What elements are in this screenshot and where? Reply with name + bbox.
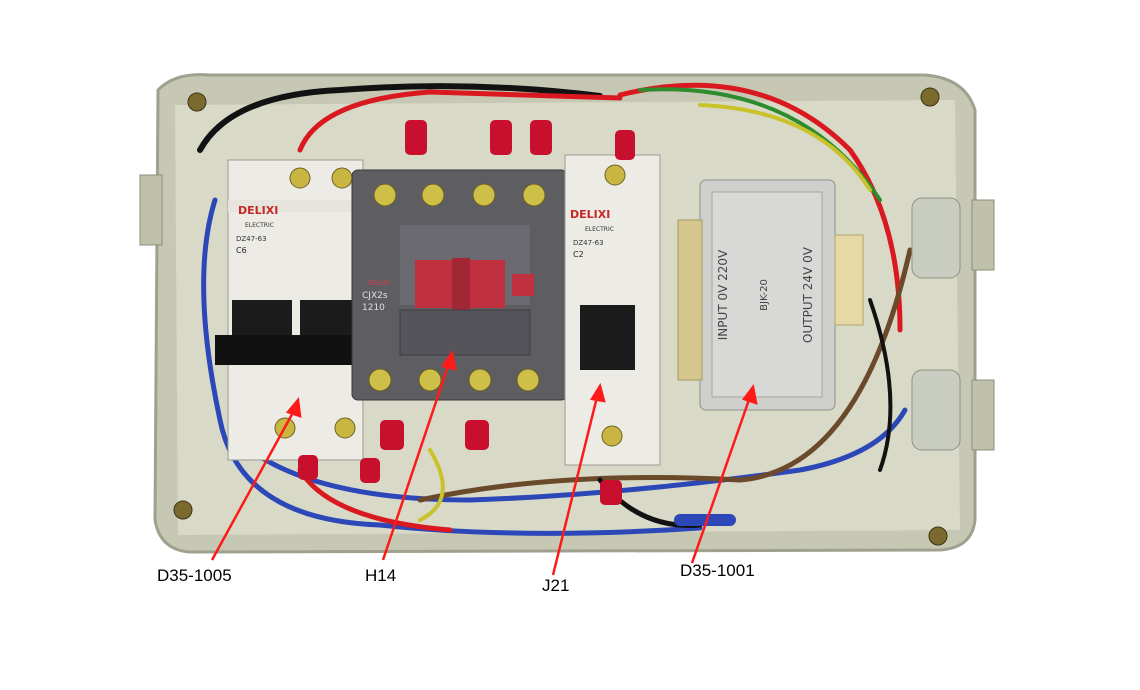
cable-glands [911,197,961,451]
breaker-right-rating: C2 [573,250,584,259]
contactor: DELIXI CJX2s 1210 [351,169,568,401]
breaker-left-rating: C6 [236,246,247,255]
callout-arrows [210,349,758,576]
breaker-left-sub: ELECTRIC [245,222,274,229]
transformer-output: OUTPUT 24V 0V [801,246,815,343]
breaker-right-model: DZ47-63 [573,239,604,247]
callout-h14: H14 [365,566,397,585]
breaker-left-model: DZ47-63 [236,235,267,243]
contactor-rating: 1210 [362,303,385,313]
breaker-right-brand: DELIXI [570,208,610,221]
contactor-model: CJX2s [362,291,388,301]
breaker-right-sub: ELECTRIC [585,226,614,233]
transformer-model: BJK-20 [759,279,770,311]
breaker-left: DELIXI ELECTRIC DZ47-63 C6 [215,159,365,461]
callout-d35-1001: D35-1001 [680,561,755,580]
transformer-input: INPUT 0V 220V [716,249,730,340]
callout-d35-1005: D35-1005 [157,566,232,585]
wiring [197,82,913,536]
contactor-brand: DELIXI [368,279,391,287]
callout-j21: J21 [542,576,570,595]
crimp-terminals [298,120,635,505]
breaker-left-brand: DELIXI [238,204,278,217]
transformer: INPUT 0V 220V BJK-20 OUTPUT 24V 0V [677,179,864,411]
breaker-right: DELIXI ELECTRIC DZ47-63 C2 [564,154,661,466]
